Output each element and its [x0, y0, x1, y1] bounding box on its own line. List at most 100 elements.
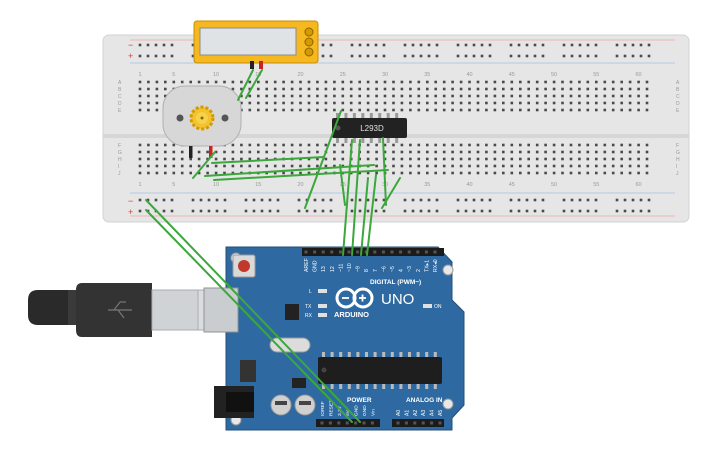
- breadboard-hole[interactable]: [442, 101, 446, 105]
- breadboard-hole[interactable]: [172, 164, 176, 168]
- breadboard-hole[interactable]: [459, 108, 463, 112]
- breadboard-hole[interactable]: [282, 150, 285, 154]
- breadboard-hole[interactable]: [535, 108, 539, 112]
- breadboard-hole[interactable]: [451, 171, 454, 175]
- breadboard-hole[interactable]: [231, 150, 235, 154]
- breadboard-hole[interactable]: [273, 108, 277, 112]
- breadboard-hole[interactable]: [341, 143, 345, 147]
- breadboard-hole[interactable]: [366, 108, 370, 112]
- rail-hole[interactable]: [223, 209, 227, 213]
- breadboard-hole[interactable]: [206, 150, 209, 154]
- rail-hole[interactable]: [525, 43, 529, 47]
- breadboard-hole[interactable]: [299, 171, 302, 175]
- rail-hole[interactable]: [472, 54, 476, 58]
- rail-hole[interactable]: [623, 209, 627, 213]
- breadboard-hole[interactable]: [417, 164, 421, 168]
- breadboard-hole[interactable]: [392, 164, 395, 168]
- breadboard-hole[interactable]: [426, 150, 429, 154]
- breadboard-hole[interactable]: [290, 80, 294, 84]
- breadboard-hole[interactable]: [620, 94, 623, 98]
- breadboard-hole[interactable]: [147, 150, 150, 154]
- breadboard-hole[interactable]: [358, 94, 361, 98]
- breadboard-hole[interactable]: [392, 171, 395, 175]
- breadboard-hole[interactable]: [273, 143, 277, 147]
- breadboard-hole[interactable]: [628, 171, 632, 175]
- breadboard-hole[interactable]: [561, 87, 564, 91]
- breadboard-hole[interactable]: [442, 94, 446, 98]
- breadboard-hole[interactable]: [434, 94, 437, 98]
- breadboard-hole[interactable]: [197, 171, 201, 175]
- breadboard-hole[interactable]: [206, 157, 209, 161]
- breadboard-hole[interactable]: [257, 164, 260, 168]
- breadboard-hole[interactable]: [299, 101, 302, 105]
- breadboard-hole[interactable]: [519, 171, 522, 175]
- rail-hole[interactable]: [517, 43, 521, 47]
- breadboard-hole[interactable]: [476, 157, 480, 161]
- breadboard-hole[interactable]: [561, 157, 564, 161]
- breadboard-hole[interactable]: [290, 108, 294, 112]
- breadboard-hole[interactable]: [595, 108, 598, 112]
- breadboard-hole[interactable]: [341, 164, 345, 168]
- breadboard-hole[interactable]: [459, 143, 463, 147]
- breadboard-hole[interactable]: [569, 157, 573, 161]
- breadboard-hole[interactable]: [442, 164, 446, 168]
- breadboard-hole[interactable]: [147, 80, 150, 84]
- breadboard-hole[interactable]: [273, 80, 277, 84]
- breadboard-hole[interactable]: [468, 157, 471, 161]
- breadboard-hole[interactable]: [451, 164, 454, 168]
- rail-hole[interactable]: [570, 198, 574, 202]
- breadboard-hole[interactable]: [535, 143, 539, 147]
- breadboard-hole[interactable]: [409, 80, 412, 84]
- breadboard-hole[interactable]: [569, 143, 573, 147]
- wire[interactable]: [304, 110, 342, 209]
- breadboard-hole[interactable]: [628, 150, 632, 154]
- rail-hole[interactable]: [374, 209, 378, 213]
- header-pin[interactable]: [433, 250, 437, 254]
- breadboard-hole[interactable]: [451, 101, 454, 105]
- breadboard-hole[interactable]: [214, 80, 218, 84]
- breadboard-hole[interactable]: [299, 108, 302, 112]
- breadboard-hole[interactable]: [400, 171, 404, 175]
- breadboard-hole[interactable]: [637, 108, 640, 112]
- wire[interactable]: [351, 139, 361, 256]
- breadboard-hole[interactable]: [527, 157, 530, 161]
- breadboard-hole[interactable]: [155, 150, 159, 154]
- breadboard-hole[interactable]: [611, 143, 615, 147]
- breadboard-hole[interactable]: [595, 164, 598, 168]
- breadboard-hole[interactable]: [485, 80, 488, 84]
- breadboard-hole[interactable]: [392, 143, 395, 147]
- rail-hole[interactable]: [329, 43, 333, 47]
- breadboard-hole[interactable]: [290, 171, 294, 175]
- rail-hole[interactable]: [541, 209, 545, 213]
- header-pin[interactable]: [430, 421, 434, 425]
- breadboard-hole[interactable]: [138, 164, 142, 168]
- breadboard-hole[interactable]: [164, 164, 167, 168]
- breadboard-hole[interactable]: [358, 101, 361, 105]
- rail-hole[interactable]: [170, 43, 174, 47]
- rail-hole[interactable]: [472, 43, 476, 47]
- breadboard-hole[interactable]: [333, 164, 336, 168]
- breadboard-hole[interactable]: [316, 157, 319, 161]
- breadboard-hole[interactable]: [603, 150, 607, 154]
- breadboard-hole[interactable]: [172, 80, 176, 84]
- breadboard-hole[interactable]: [375, 101, 378, 105]
- breadboard-hole[interactable]: [392, 80, 395, 84]
- breadboard-hole[interactable]: [383, 150, 387, 154]
- rail-hole[interactable]: [456, 54, 460, 58]
- breadboard-hole[interactable]: [611, 171, 615, 175]
- breadboard-hole[interactable]: [628, 87, 632, 91]
- rail-hole[interactable]: [138, 198, 142, 202]
- breadboard-hole[interactable]: [333, 101, 336, 105]
- breadboard-hole[interactable]: [265, 143, 268, 147]
- rail-hole[interactable]: [382, 43, 386, 47]
- breadboard-hole[interactable]: [299, 94, 302, 98]
- breadboard-hole[interactable]: [349, 108, 353, 112]
- breadboard-hole[interactable]: [392, 157, 395, 161]
- breadboard-hole[interactable]: [155, 101, 159, 105]
- breadboard-hole[interactable]: [595, 143, 598, 147]
- rail-hole[interactable]: [631, 198, 635, 202]
- wire[interactable]: [145, 209, 353, 423]
- breadboard-hole[interactable]: [561, 171, 564, 175]
- rail-hole[interactable]: [623, 198, 627, 202]
